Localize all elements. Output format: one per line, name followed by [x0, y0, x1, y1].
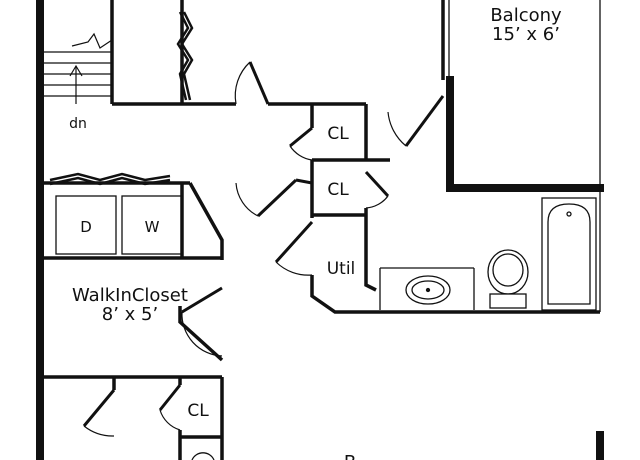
balcony-name: Balcony [490, 5, 562, 26]
washer-label: W [145, 218, 160, 236]
walk-in-closet-size: 8’ x 5’ [102, 304, 158, 325]
partial-fixture [191, 452, 215, 460]
walk-in-closet-name: WalkInCloset [72, 285, 188, 306]
closet-bottom-label: CL [187, 401, 209, 421]
doors [82, 61, 445, 437]
thin-lines [379, 0, 601, 312]
closet-top-label: CL [327, 124, 349, 144]
bathtub-icon [541, 197, 597, 311]
toilet-icon [487, 249, 529, 309]
stairs-down-arrow-icon [69, 64, 83, 77]
util-label: Util [327, 259, 356, 279]
laundry-appliances [55, 195, 183, 255]
dryer-label: D [80, 218, 92, 236]
stairs [44, 32, 113, 104]
balcony-size: 15’ x 6’ [492, 24, 560, 45]
bifold-doors [49, 11, 194, 186]
exterior-walls [36, 0, 604, 460]
closet-middle-label: CL [327, 180, 349, 200]
interior-walls [42, 0, 600, 460]
stairs-dn-label: dn [69, 116, 87, 132]
bedroom-partial-label: B [344, 452, 356, 460]
bath-fixtures [405, 197, 597, 311]
sink-icon [405, 275, 451, 305]
